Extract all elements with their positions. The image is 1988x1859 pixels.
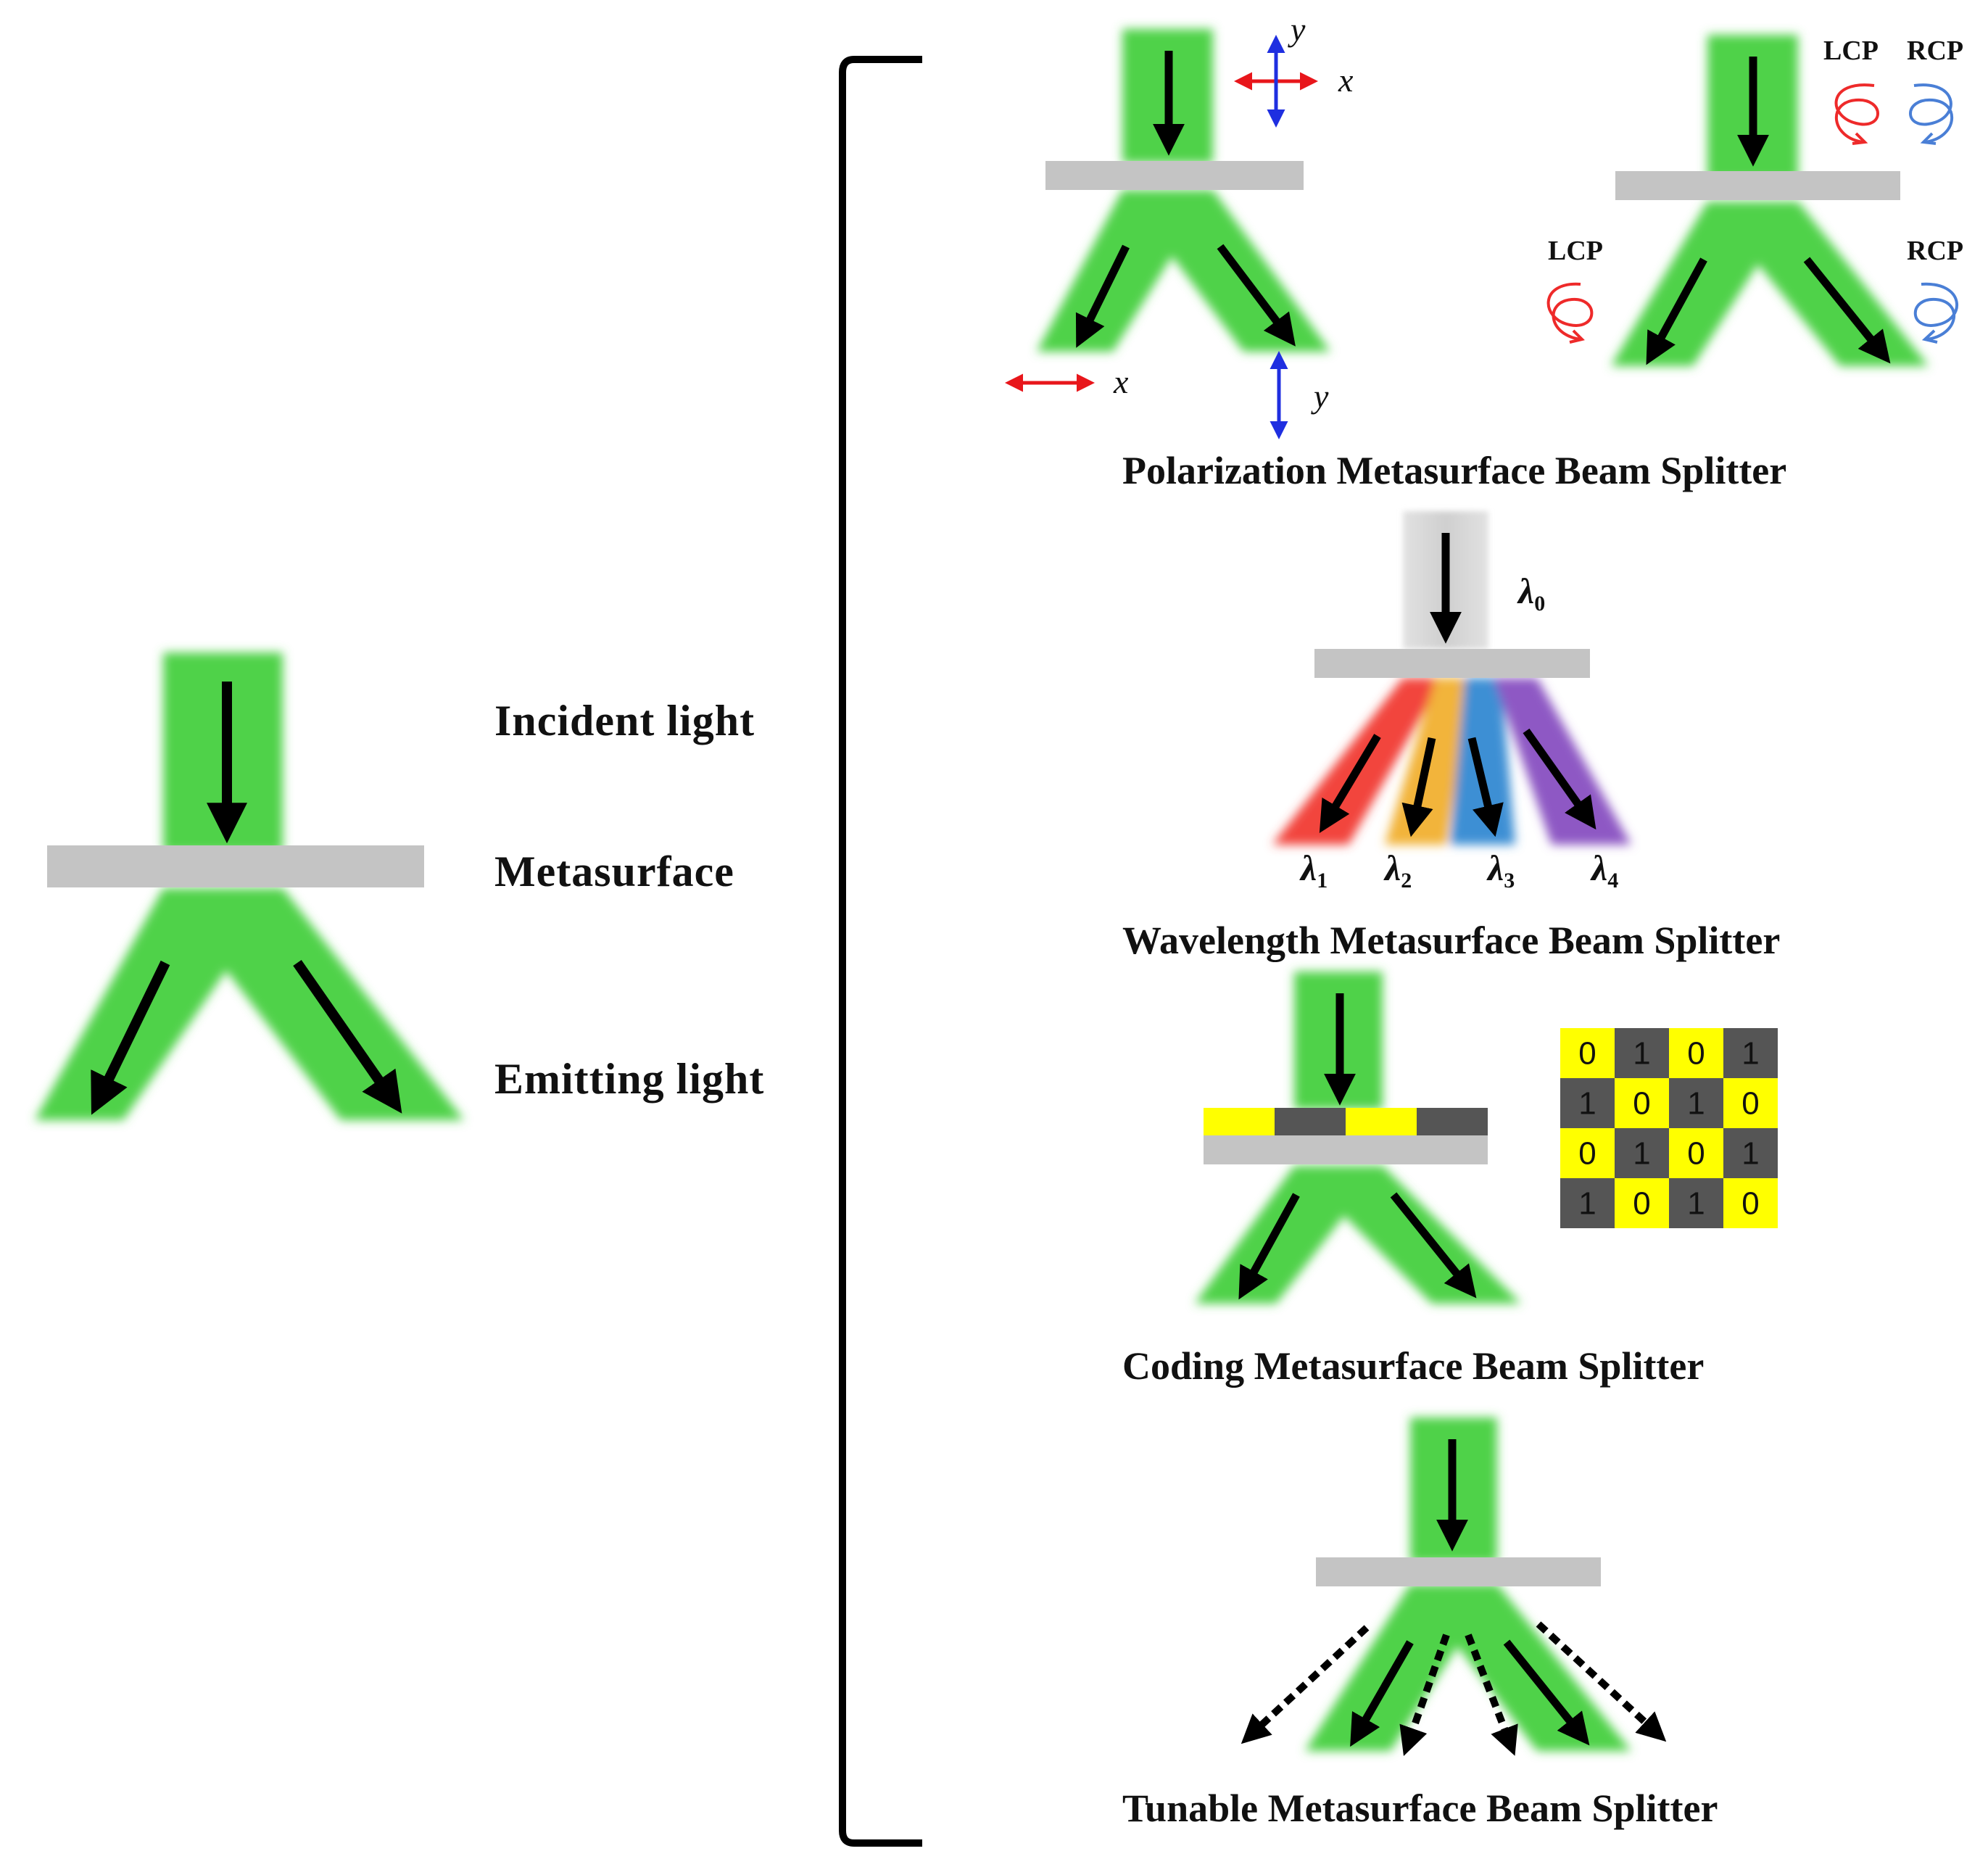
coding-cell [1560, 1178, 1615, 1228]
metasurface-label: Metasurface [494, 848, 734, 895]
lcp-output-label: LCP [1548, 236, 1603, 266]
emitting-arrow-left [1238, 1193, 1300, 1300]
output-y-label: y [1311, 378, 1329, 415]
coding-cell-value: 1 [1578, 1086, 1596, 1122]
coding-cell [1615, 1078, 1669, 1128]
rcp-spiral-icon [1913, 282, 1958, 344]
coding-cell-value: 1 [1687, 1186, 1705, 1222]
coding-cell-value: 0 [1687, 1136, 1705, 1172]
green-beam [1611, 35, 1929, 366]
emitting-arrow-right [1217, 244, 1296, 347]
coding-cell-value: 0 [1578, 1036, 1596, 1072]
axis-y-label: y [1288, 11, 1306, 48]
coding-cell [1560, 1028, 1615, 1078]
emitting-arrow-right [293, 960, 402, 1114]
coding-cell [1723, 1028, 1778, 1078]
coding-cell-value: 1 [1633, 1036, 1650, 1072]
emitting-light-label: Emitting light [494, 1055, 764, 1103]
polarization-circular-splitter: LCP RCP LCP RCP [1546, 35, 1963, 366]
emitting-arrow-right [1803, 257, 1891, 364]
lambda-0-label: λ0 [1517, 571, 1545, 616]
coding-cell-value: 0 [1741, 1186, 1759, 1222]
polarization-caption: Polarization Metasurface Beam Splitter [1122, 449, 1786, 492]
dotted-arrow [1399, 1634, 1450, 1756]
green-beam [1037, 29, 1330, 352]
category-bracket [839, 56, 922, 1847]
tunable-dotted-arrows [1241, 1621, 1667, 1756]
emitting-arrow-left [1646, 257, 1707, 365]
coding-cell [1669, 1078, 1723, 1128]
coding-cell [1560, 1078, 1615, 1128]
metasurface-plate [1316, 1557, 1601, 1586]
metasurface-plate [1204, 1135, 1488, 1164]
metasurface-plate [47, 845, 424, 887]
coding-caption: Coding Metasurface Beam Splitter [1122, 1344, 1704, 1388]
lcp-spiral-icon [1834, 83, 1879, 145]
coding-cell [1615, 1128, 1669, 1178]
axis-x-label: x [1338, 62, 1354, 99]
coding-cell [1615, 1028, 1669, 1078]
tunable-caption: Tunable Metasurface Beam Splitter [1122, 1786, 1718, 1830]
lambda-2-label: λ2 [1383, 848, 1412, 893]
coding-cell [1560, 1128, 1615, 1178]
coding-cell [1669, 1178, 1723, 1228]
lambda-1-label: λ1 [1299, 848, 1328, 893]
metasurface-plate [1045, 161, 1304, 190]
rcp-incident-label: RCP [1907, 36, 1963, 66]
emitting-arrow-left [1075, 244, 1130, 348]
emitting-arrow-right [1390, 1192, 1477, 1299]
lambda-2-arrow [1401, 737, 1436, 837]
coding-cell [1669, 1028, 1723, 1078]
generic-beam-splitter: Incident light Metasurface Emitting ligh… [35, 653, 764, 1120]
metasurface-plate [1615, 171, 1900, 200]
metasurface-plate [1314, 649, 1590, 678]
lambda-4-label: λ4 [1590, 848, 1618, 893]
rcp-spiral-icon [1909, 83, 1953, 145]
coding-cell [1723, 1178, 1778, 1228]
coding-cell-value: 1 [1578, 1186, 1596, 1222]
coding-cell-value: 0 [1578, 1136, 1596, 1172]
coding-cell-value: 0 [1633, 1186, 1650, 1222]
coding-cell-value: 1 [1741, 1036, 1759, 1072]
coding-cell [1615, 1178, 1669, 1228]
wavelength-caption: Wavelength Metasurface Beam Splitter [1122, 919, 1780, 962]
lambda-4-arrow [1523, 728, 1596, 830]
emitting-arrow-left [1350, 1640, 1414, 1747]
coding-cell-value: 0 [1741, 1086, 1759, 1122]
dotted-arrow [1241, 1625, 1370, 1744]
incident-light-label: Incident light [494, 697, 755, 745]
coding-cell [1723, 1078, 1778, 1128]
lambda-3-arrow [1467, 737, 1504, 837]
coding-cell-value: 0 [1687, 1036, 1705, 1072]
lambda-1-arrow [1319, 734, 1381, 833]
dotted-arrow [1536, 1621, 1667, 1742]
polarization-linear-splitter: x y x y [1005, 11, 1354, 439]
lcp-incident-label: LCP [1823, 36, 1879, 66]
tunable-splitter [1241, 1417, 1667, 1756]
coding-cell [1723, 1128, 1778, 1178]
coding-cell-value: 1 [1741, 1136, 1759, 1172]
dotted-arrow [1465, 1634, 1518, 1756]
wavelength-splitter: λ0 λ1 λ2 λ3 λ4 [1272, 511, 1631, 893]
coding-cell-value: 1 [1633, 1136, 1650, 1172]
coding-cell-value: 1 [1687, 1086, 1705, 1122]
rcp-output-label: RCP [1907, 236, 1963, 266]
emitting-arrow-right [1503, 1639, 1590, 1746]
emitting-arrow-left [91, 960, 170, 1115]
incident-polarization-cross-icon [1234, 35, 1318, 128]
lcp-spiral-icon [1546, 282, 1594, 344]
lambda-3-label: λ3 [1486, 848, 1515, 893]
coding-cell [1669, 1128, 1723, 1178]
output-x-label: x [1113, 363, 1129, 400]
coding-cell-value: 0 [1633, 1086, 1650, 1122]
coding-layer [1204, 1108, 1488, 1135]
